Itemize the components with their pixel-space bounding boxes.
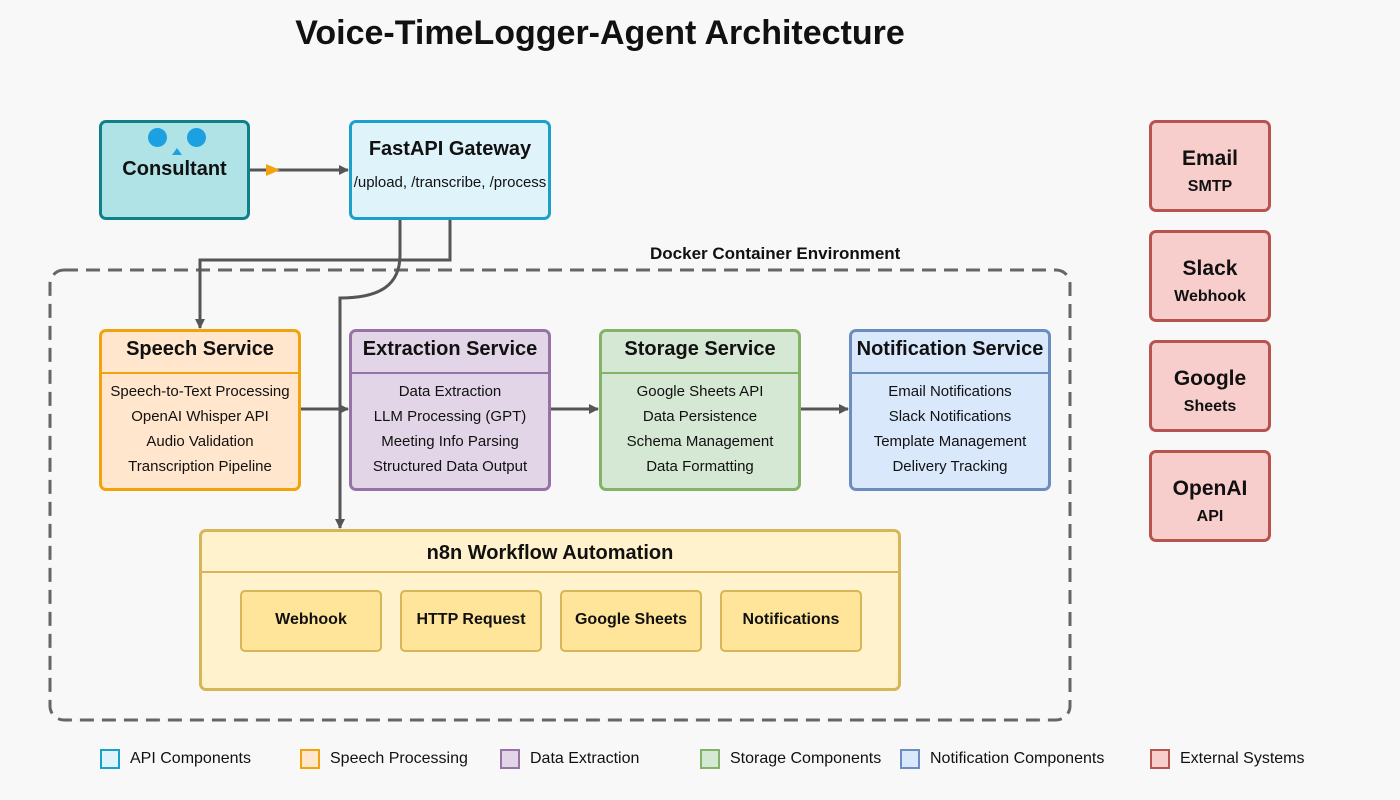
user-head-icon [187, 128, 206, 147]
external-name: OpenAI [1172, 477, 1248, 500]
legend-label: Notification Components [930, 750, 1105, 767]
user-head-icon [148, 128, 167, 147]
service-feature: Schema Management [626, 433, 774, 450]
service-divider [602, 372, 798, 374]
external-google[interactable]: Google Sheets [1149, 340, 1271, 432]
external-name: Email [1181, 147, 1239, 170]
service-title: Notification Service [856, 338, 1044, 360]
workflow-title: n8n Workflow Automation [426, 542, 674, 564]
external-name: Google [1173, 367, 1247, 390]
service-feature: Meeting Info Parsing [381, 433, 519, 450]
service-feature: Data Formatting [646, 458, 754, 475]
external-detail: Webhook [1174, 288, 1246, 305]
external-name: Slack [1182, 257, 1238, 280]
consultant-actor[interactable]: Consultant [99, 120, 250, 220]
extraction-service[interactable]: Extraction Service Data Extraction LLM P… [349, 329, 551, 491]
page-title: Voice-TimeLogger-Agent Architecture [295, 14, 905, 52]
external-slack[interactable]: Slack Webhook [1149, 230, 1271, 322]
notification-service[interactable]: Notification Service Email Notifications… [849, 329, 1051, 491]
arrow-gateway-workflow [335, 220, 402, 529]
legend-label: Storage Components [730, 750, 882, 767]
workflow-node-http-request[interactable]: HTTP Request [400, 590, 542, 652]
external-detail: Sheets [1183, 398, 1237, 415]
storage-service[interactable]: Storage Service Google Sheets API Data P… [599, 329, 801, 491]
service-feature: Data Extraction [398, 383, 502, 400]
legend-label: Data Extraction [530, 750, 640, 767]
legend-label: Speech Processing [330, 750, 468, 767]
service-title: Extraction Service [362, 338, 538, 360]
service-feature: OpenAI Whisper API [131, 408, 269, 425]
arrow-gateway-speech [195, 220, 452, 329]
service-feature: Template Management [873, 433, 1027, 450]
workflow-node-webhook[interactable]: Webhook [240, 590, 382, 652]
service-divider [102, 372, 298, 374]
service-title: Storage Service [624, 338, 776, 360]
workflow-divider [202, 571, 898, 573]
fastapi-gateway[interactable]: FastAPI Gateway /upload, /transcribe, /p… [349, 120, 551, 220]
legend-label: API Components [130, 750, 251, 767]
legend-swatch [100, 749, 120, 769]
external-openai[interactable]: OpenAI API [1149, 450, 1271, 542]
legend-swatch [700, 749, 720, 769]
legend-swatch [300, 749, 320, 769]
service-feature: Structured Data Output [372, 458, 528, 475]
legend-swatch [900, 749, 920, 769]
workflow-node-notifications[interactable]: Notifications [720, 590, 862, 652]
service-divider [852, 372, 1048, 374]
speech-service[interactable]: Speech Service Speech-to-Text Processing… [99, 329, 301, 491]
service-feature: Delivery Tracking [892, 458, 1008, 475]
consultant-label: Consultant [122, 158, 227, 180]
service-feature: Slack Notifications [888, 408, 1012, 425]
gateway-title: FastAPI Gateway [368, 138, 532, 160]
n8n-workflow[interactable]: n8n Workflow Automation Webhook HTTP Req… [199, 529, 901, 691]
gateway-endpoints: /upload, /transcribe, /process [353, 174, 547, 191]
service-feature: Data Persistence [642, 408, 758, 425]
external-detail: API [1196, 508, 1224, 525]
docker-label: Docker Container Environment [650, 244, 901, 263]
service-feature: Transcription Pipeline [128, 458, 272, 475]
service-feature: Speech-to-Text Processing [110, 383, 290, 400]
service-feature: Email Notifications [888, 383, 1012, 400]
service-feature: Google Sheets API [636, 383, 764, 400]
service-feature: LLM Processing (GPT) [373, 408, 527, 425]
external-email[interactable]: Email SMTP [1149, 120, 1271, 212]
legend-swatch [500, 749, 520, 769]
consultant-arrow-tip [266, 164, 280, 176]
docker-boundary [48, 268, 1072, 722]
legend-swatch [1150, 749, 1170, 769]
service-divider [352, 372, 548, 374]
service-title: Speech Service [126, 338, 274, 360]
legend-label: External Systems [1180, 750, 1305, 767]
user-body-icon [172, 148, 182, 155]
workflow-node-google-sheets[interactable]: Google Sheets [560, 590, 702, 652]
service-feature: Audio Validation [146, 433, 254, 450]
external-detail: SMTP [1187, 178, 1233, 195]
